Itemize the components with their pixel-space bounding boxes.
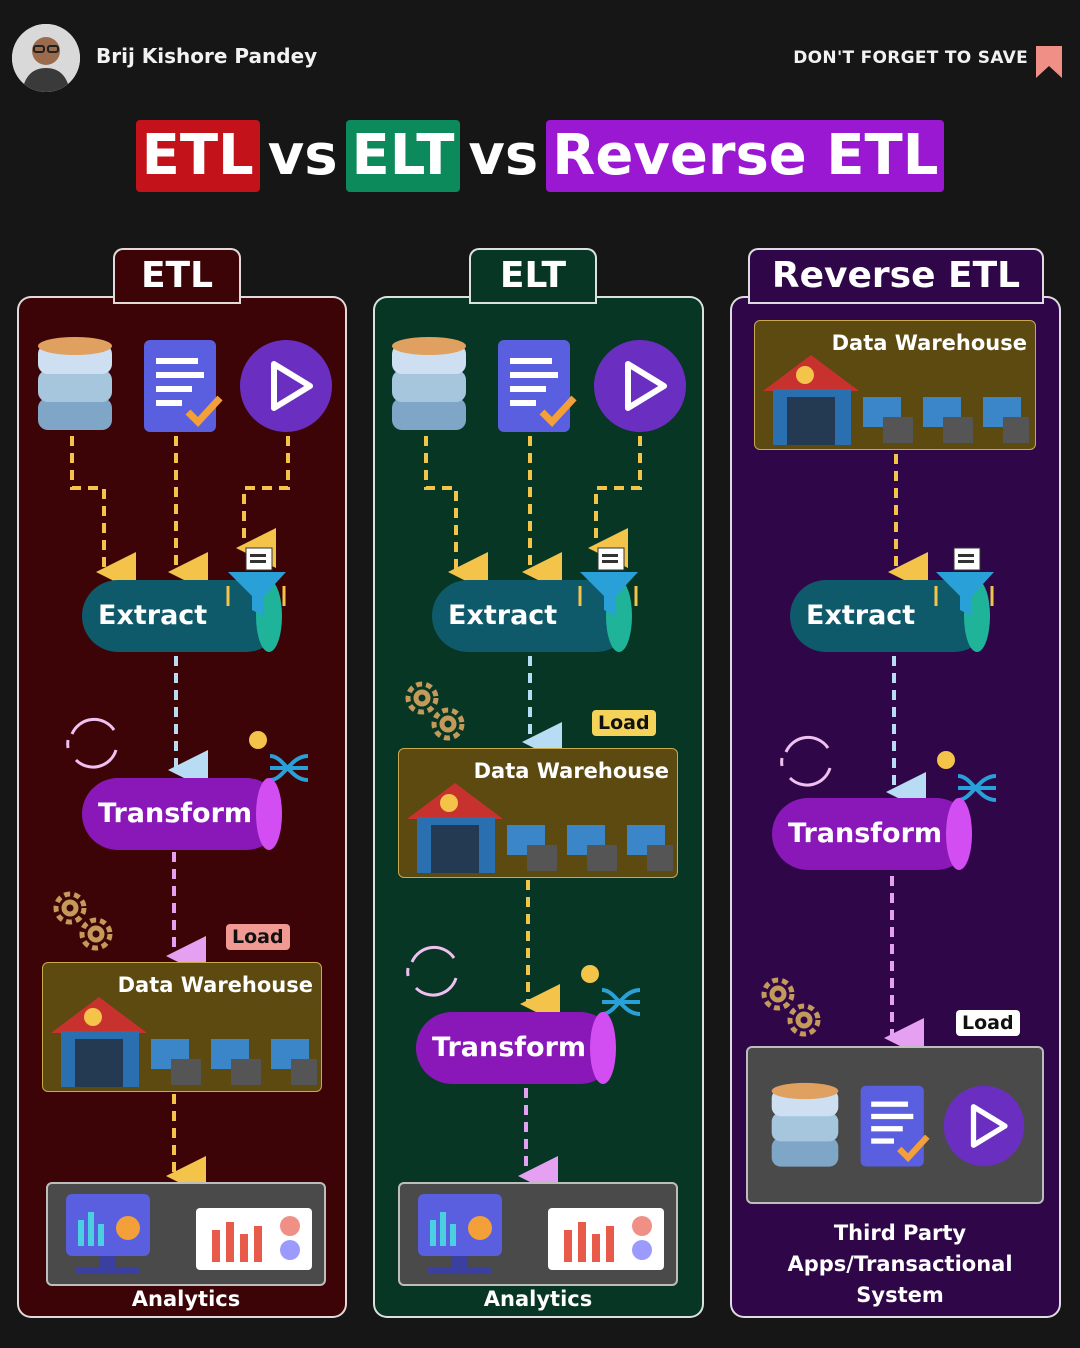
funnel-icon (578, 547, 638, 616)
analytics-label: Analytics (131, 1287, 241, 1311)
title-vs: vs (267, 123, 338, 188)
data-warehouse: Data Warehouse (398, 748, 678, 878)
refresh-icon (406, 945, 458, 997)
warehouse-icon (51, 997, 317, 1087)
database-icon (392, 337, 466, 430)
load-badge: Load (956, 1010, 1020, 1036)
tab-etl: ETL (113, 248, 241, 304)
warehouse-icon (763, 355, 1029, 445)
analytics-label: Analytics (483, 1287, 593, 1311)
data-warehouse: Data Warehouse (754, 320, 1036, 450)
refresh-icon (780, 735, 832, 787)
bottom-label-line: System (856, 1283, 944, 1307)
refresh-icon (66, 717, 118, 769)
data-warehouse-label: Data Warehouse (117, 973, 313, 997)
data-warehouse: Data Warehouse (42, 962, 322, 1092)
database-icon (771, 1082, 839, 1167)
third-party-apps-label: Third Party Apps/Transactional System (746, 1218, 1054, 1311)
transform-stage: Transform (82, 778, 282, 850)
gears-icon (53, 891, 113, 951)
analytics-panel (398, 1182, 678, 1286)
transform-label: Transform (432, 1032, 587, 1063)
analytics-icon (66, 1194, 312, 1274)
bottom-label-line: Apps/Transactional (787, 1252, 1013, 1276)
avatar-portrait-icon (12, 24, 80, 92)
arrow-etl-source1 (70, 436, 136, 592)
load-badge: Load (592, 710, 656, 736)
data-warehouse-label: Data Warehouse (473, 759, 669, 783)
gears-icon (405, 681, 465, 741)
load-badge: Load (226, 924, 290, 950)
extract-label: Extract (98, 600, 208, 631)
play-icon (594, 340, 686, 432)
extract-label: Extract (806, 600, 916, 631)
analytics-icon (418, 1194, 664, 1274)
save-reminder: DON'T FORGET TO SAVE (793, 48, 1028, 68)
database-icon (38, 337, 112, 430)
transform-stage: Transform (772, 798, 972, 870)
warehouse-icon (407, 783, 673, 873)
transform-label: Transform (98, 798, 253, 829)
funnel-icon (934, 547, 994, 616)
bookmark-icon[interactable] (1034, 44, 1064, 80)
document-check-icon (144, 340, 223, 432)
title-reverse-etl: Reverse ETL (546, 120, 945, 192)
play-icon (240, 340, 332, 432)
shuffle-icon (249, 731, 309, 782)
tab-reverse-etl: Reverse ETL (748, 248, 1044, 304)
third-party-apps-panel (746, 1046, 1044, 1204)
arrow-elt-source1 (424, 436, 488, 592)
title-etl: ETL (135, 120, 260, 192)
play-icon (943, 1085, 1025, 1167)
avatar (12, 24, 80, 92)
tab-elt: ELT (469, 248, 597, 304)
analytics-panel (46, 1182, 326, 1286)
title-elt: ELT (345, 120, 461, 192)
arrow-etl-source3 (236, 436, 290, 568)
arrow-elt-source3 (588, 436, 642, 568)
title-vs: vs (468, 123, 539, 188)
transform-label: Transform (788, 818, 943, 849)
document-check-icon (498, 340, 577, 432)
author-name: Brij Kishore Pandey (96, 44, 318, 68)
funnel-icon (226, 547, 286, 616)
gears-icon (761, 977, 821, 1037)
data-warehouse-label: Data Warehouse (831, 331, 1027, 355)
extract-label: Extract (448, 600, 558, 631)
bottom-label-line: Third Party (833, 1221, 967, 1245)
transform-stage: Transform (416, 1012, 616, 1084)
document-check-icon (860, 1085, 930, 1167)
